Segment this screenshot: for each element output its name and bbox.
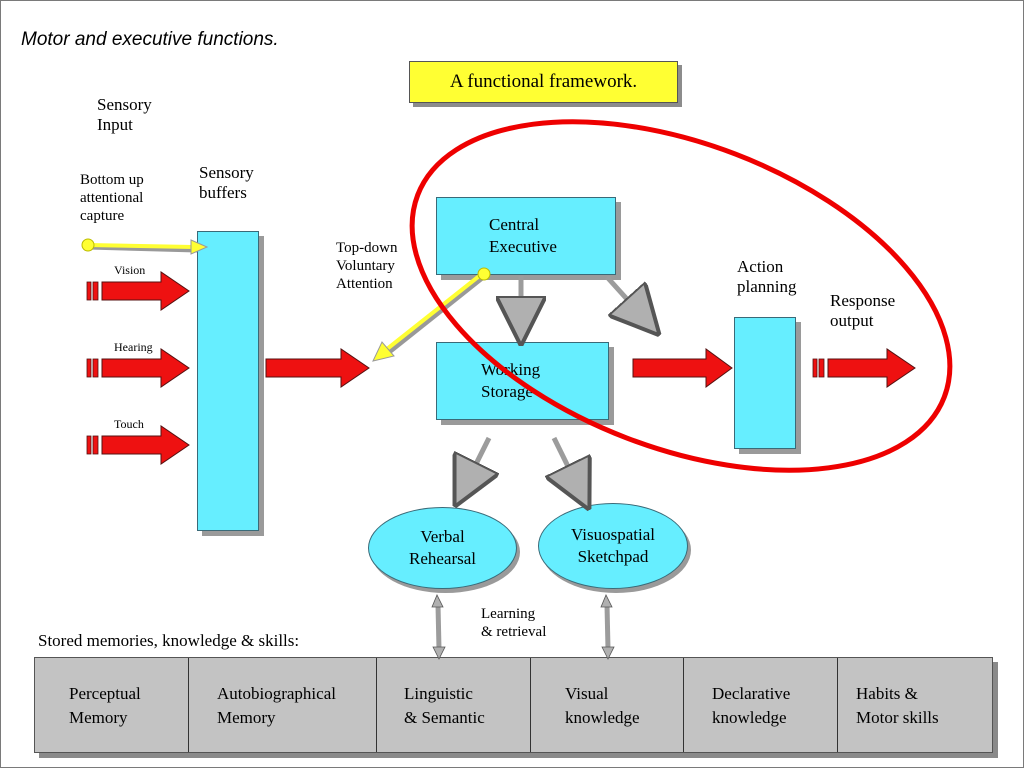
memory-store-linguistic: Linguistic & Semantic (377, 658, 531, 752)
sensory-input-label: Sensory Input (97, 95, 152, 135)
learning-retrieval-label: Learning & retrieval (481, 606, 547, 640)
hearing-arrow (86, 348, 190, 388)
response-output-arrow (812, 348, 916, 388)
memory-store-declarative: Declarative knowledge (684, 658, 838, 752)
memory-store-habits: Habits & Motor skills (856, 684, 939, 727)
memory-stores-bar: Perceptual Memory Autobiographical Memor… (34, 657, 993, 753)
memory-store-perceptual: Perceptual Memory (35, 658, 189, 752)
central-executive-label: Central Executive (489, 215, 557, 257)
executive-highlight-ellipse (409, 119, 953, 473)
bottom-up-attention-arrow (81, 238, 209, 255)
storage-to-verbal-arrow (459, 436, 489, 498)
verbal-rehearsal-oval: Verbal Rehearsal (368, 507, 517, 589)
hearing-label: Hearing (114, 340, 153, 354)
memory-store-autobiographical: Autobiographical Memory (189, 658, 377, 752)
slide-title: Motor and executive functions. (21, 29, 279, 50)
framework-banner: A functional framework. (409, 61, 678, 103)
storage-to-visuospatial-arrow (554, 436, 585, 501)
memory-store-visual: Visual knowledge (531, 658, 684, 752)
bottom-up-label: Bottom up attentional capture (80, 172, 144, 224)
vision-label: Vision (114, 263, 146, 277)
response-output-label: Response output (830, 291, 896, 331)
central-executive-box: Central Executive (436, 197, 616, 275)
visuospatial-sketchpad-oval: Visuospatial Sketchpad (538, 503, 688, 589)
touch-arrow (86, 425, 190, 465)
sensory-buffers-label: Sensory buffers (199, 163, 254, 203)
top-down-attention-arrow (372, 267, 491, 362)
sensory-buffers-box (197, 231, 259, 531)
executive-to-action-arrow (605, 275, 653, 328)
storage-to-action-arrow (632, 348, 733, 388)
verbal-memory-double-arrow (431, 594, 446, 660)
visuospatial-memory-double-arrow (600, 594, 615, 660)
buffers-to-attention-arrow (265, 348, 370, 388)
action-planning-label: Action planning (737, 257, 797, 297)
touch-label: Touch (114, 417, 144, 431)
vision-arrow (86, 271, 190, 311)
stored-memories-label: Stored memories, knowledge & skills: (38, 631, 300, 650)
action-planning-box (734, 317, 796, 449)
top-down-label: Top-down Voluntary Attention (336, 240, 398, 292)
